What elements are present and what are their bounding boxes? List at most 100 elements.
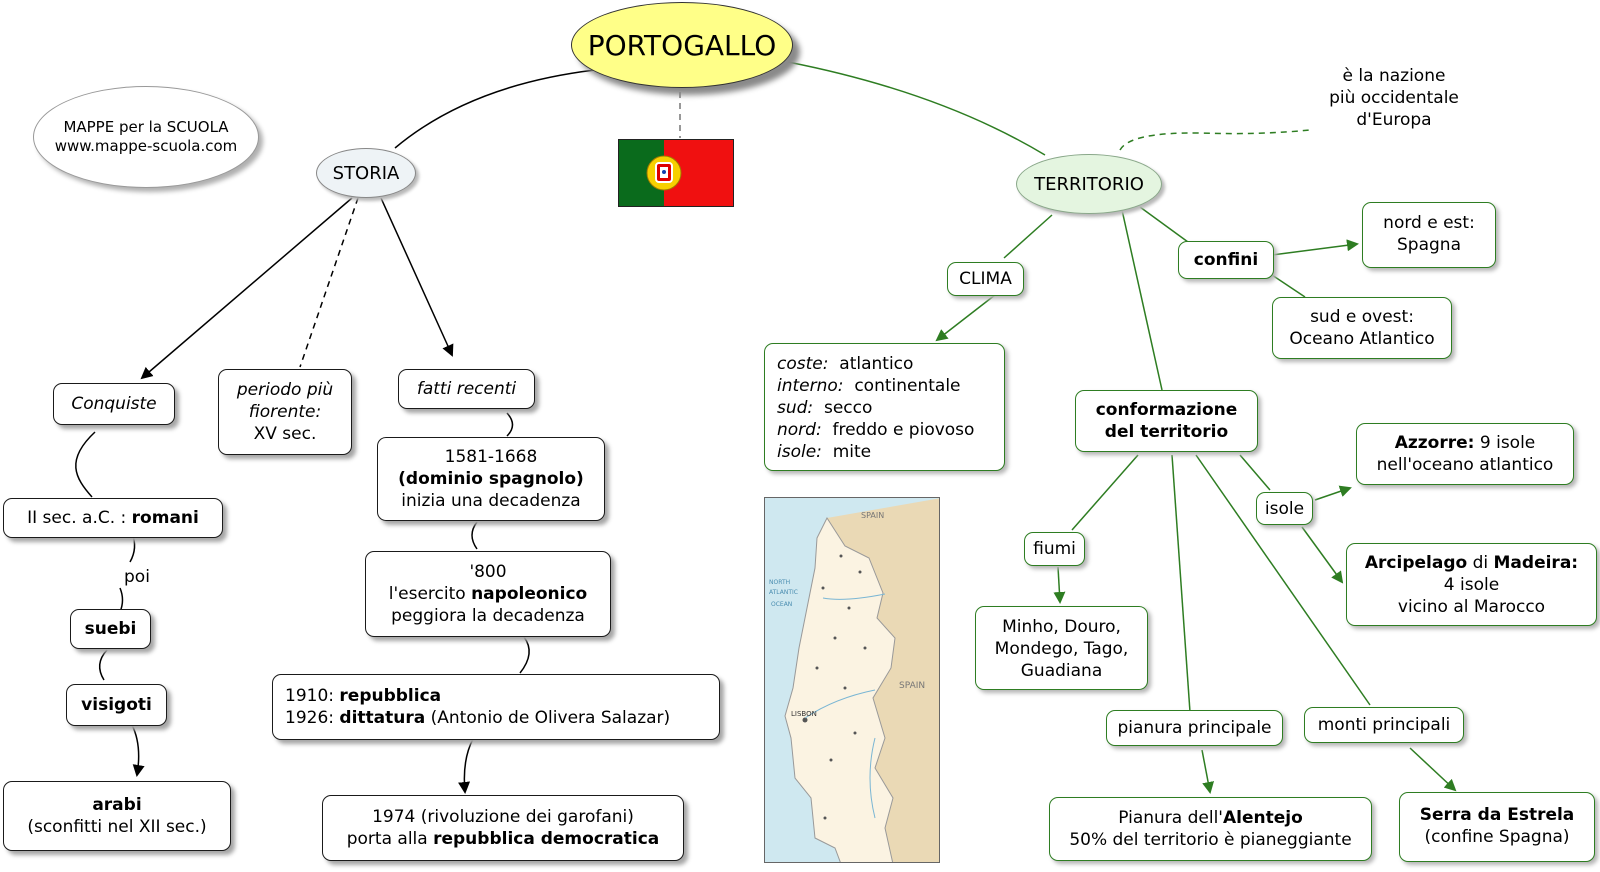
dominio-bold: (dominio spagnolo) <box>398 469 584 489</box>
confini-nord-node[interactable]: nord e est: Spagna <box>1362 202 1496 268</box>
fiumi-line1: Minho, Douro, <box>1002 617 1121 637</box>
suebi-node[interactable]: suebi <box>70 609 151 649</box>
pianura-node[interactable]: pianura principale <box>1106 710 1283 746</box>
madeira-bold2: Madeira: <box>1493 553 1579 573</box>
nazione-text: è la nazione più occidentale d'Europa <box>1318 65 1470 131</box>
map-ocean-3: OCEAN <box>771 601 792 608</box>
map-ocean-1: NORTH <box>769 579 790 586</box>
map-spain-mid: SPAIN <box>899 681 925 691</box>
periodo-node[interactable]: periodo più fiorente: XV sec. <box>218 369 352 455</box>
rivoluzione-line1: 1974 (rivoluzione dei garofani) <box>372 807 634 827</box>
monti-details[interactable]: Serra da Estrela (confine Spagna) <box>1399 792 1595 862</box>
monti-bold: Serra da Estrela <box>1419 805 1575 825</box>
dominio-rest: inizia una decadenza <box>401 491 581 511</box>
arabi-node[interactable]: arabi (sconfitti nel XII sec.) <box>3 781 231 851</box>
confini-nord-line2: Spagna <box>1397 235 1461 255</box>
repubblica-year1: 1910: <box>285 686 340 706</box>
madeira-node[interactable]: Arcipelago di Madeira: 4 isole vicino al… <box>1346 543 1597 626</box>
azzorre-line2: nell'oceano atlantico <box>1376 455 1554 475</box>
storia-node[interactable]: STORIA <box>316 148 416 198</box>
portugal-map: SPAIN SPAIN NORTH ATLANTIC OCEAN LISBON <box>764 497 940 863</box>
conformazione-node[interactable]: conformazione del territorio <box>1075 390 1258 452</box>
fiumi-line3: Guadiana <box>1020 661 1103 681</box>
repubblica-bold2: dittatura <box>339 708 426 728</box>
monti-label: monti principali <box>1317 715 1451 735</box>
portugal-flag <box>618 139 734 207</box>
clima-val-2: secco <box>823 398 873 418</box>
conformazione-line1: conformazione <box>1095 400 1238 420</box>
confini-sud-line2: Oceano Atlantico <box>1289 329 1435 349</box>
clima-label: CLIMA <box>959 269 1012 289</box>
map-spain-top: SPAIN <box>861 511 884 520</box>
arabi-rest: (sconfitti nel XII sec.) <box>27 817 207 837</box>
territorio-node[interactable]: TERRITORIO <box>1016 154 1162 214</box>
map-lisbon: LISBON <box>791 710 817 718</box>
clima-val-0: atlantico <box>839 354 914 374</box>
fiumi-line2: Mondego, Tago, <box>994 639 1129 659</box>
territorio-label: TERRITORIO <box>1034 173 1144 195</box>
monti-line2: (confine Spagna) <box>1424 827 1570 847</box>
ottocento-line1: '800 <box>469 562 507 582</box>
dominio-years: 1581-1668 <box>444 447 538 467</box>
conformazione-line2: del territorio <box>1104 422 1229 442</box>
dominio-node[interactable]: 1581-1668 (dominio spagnolo) inizia una … <box>377 437 605 521</box>
clima-key-4: isole: <box>777 442 822 462</box>
clima-key-0: coste: <box>777 354 829 374</box>
fatti-recenti-label: fatti recenti <box>416 379 517 399</box>
romani-prefix: II sec. a.C. : <box>27 508 132 528</box>
pianura-line2: 50% del territorio è pianeggiante <box>1069 830 1352 850</box>
pianura-label: pianura principale <box>1117 718 1272 738</box>
isole-label: isole <box>1264 499 1305 519</box>
clima-val-1: continentale <box>854 376 961 396</box>
poi-text: poi <box>124 567 150 587</box>
clima-val-3: freddo e piovoso <box>832 420 975 440</box>
fiumi-details[interactable]: Minho, Douro, Mondego, Tago, Guadiana <box>975 606 1148 690</box>
nazione-line2: più occidentale <box>1329 88 1459 108</box>
ottocento-node[interactable]: '800 l'esercito napoleonico peggiora la … <box>365 551 611 637</box>
monti-node[interactable]: monti principali <box>1304 707 1464 743</box>
clima-node[interactable]: CLIMA <box>947 262 1024 296</box>
fiumi-label: fiumi <box>1033 539 1076 559</box>
confini-label: confini <box>1193 250 1259 270</box>
madeira-mid: di <box>1467 553 1494 573</box>
rivoluzione-bold: repubblica democratica <box>433 829 660 849</box>
poi-label: poi <box>122 566 152 588</box>
clima-val-4: mite <box>832 442 872 462</box>
madeira-line2: 4 isole <box>1443 575 1500 595</box>
confini-nord-line1: nord e est: <box>1383 213 1475 233</box>
clima-key-1: interno: <box>777 376 844 396</box>
repubblica-node[interactable]: 1910: repubblica 1926: dittatura (Antoni… <box>272 674 720 740</box>
logo-line2: www.mappe-scuola.com <box>54 137 238 155</box>
pianura-details[interactable]: Pianura dell'Alentejo 50% del territorio… <box>1049 797 1372 861</box>
romani-node[interactable]: II sec. a.C. : romani <box>3 498 223 538</box>
ottocento-bold: napoleonico <box>471 584 588 604</box>
ottocento-line3: peggiora la decadenza <box>391 606 585 626</box>
logo-node[interactable]: MAPPE per la SCUOLA www.mappe-scuola.com <box>33 86 259 188</box>
portugal-map-drawing: SPAIN SPAIN NORTH ATLANTIC OCEAN LISBON <box>765 498 939 862</box>
romani-bold: romani <box>131 508 199 528</box>
conquiste-node[interactable]: Conquiste <box>53 383 175 425</box>
periodo-line2: fiorente: <box>248 402 322 422</box>
fatti-recenti-node[interactable]: fatti recenti <box>398 369 535 409</box>
isole-node[interactable]: isole <box>1256 492 1313 525</box>
repubblica-year2: 1926: <box>285 708 340 728</box>
confini-sud-node[interactable]: sud e ovest: Oceano Atlantico <box>1272 297 1452 359</box>
ottocento-prefix: l'esercito <box>388 584 472 604</box>
suebi-label: suebi <box>84 619 137 639</box>
madeira-line3: vicino al Marocco <box>1397 597 1546 617</box>
azzorre-bold: Azzorre: <box>1394 433 1475 453</box>
map-ocean-2: ATLANTIC <box>769 589 798 596</box>
confini-node[interactable]: confini <box>1178 241 1274 279</box>
clima-details[interactable]: coste: atlantico interno: continentale s… <box>764 343 1005 471</box>
arabi-bold: arabi <box>92 795 142 815</box>
fiumi-node[interactable]: fiumi <box>1024 532 1085 566</box>
page-title: PORTOGALLO <box>587 28 777 62</box>
title-node[interactable]: PORTOGALLO <box>571 2 793 88</box>
visigoti-node[interactable]: visigoti <box>66 684 167 726</box>
periodo-line1: periodo più <box>236 380 334 400</box>
repubblica-rest2: (Antonio de Olivera Salazar) <box>425 708 671 728</box>
azzorre-node[interactable]: Azzorre: 9 isole nell'oceano atlantico <box>1356 423 1574 485</box>
rivoluzione-node[interactable]: 1974 (rivoluzione dei garofani) porta al… <box>322 795 684 861</box>
storia-label: STORIA <box>332 162 400 184</box>
